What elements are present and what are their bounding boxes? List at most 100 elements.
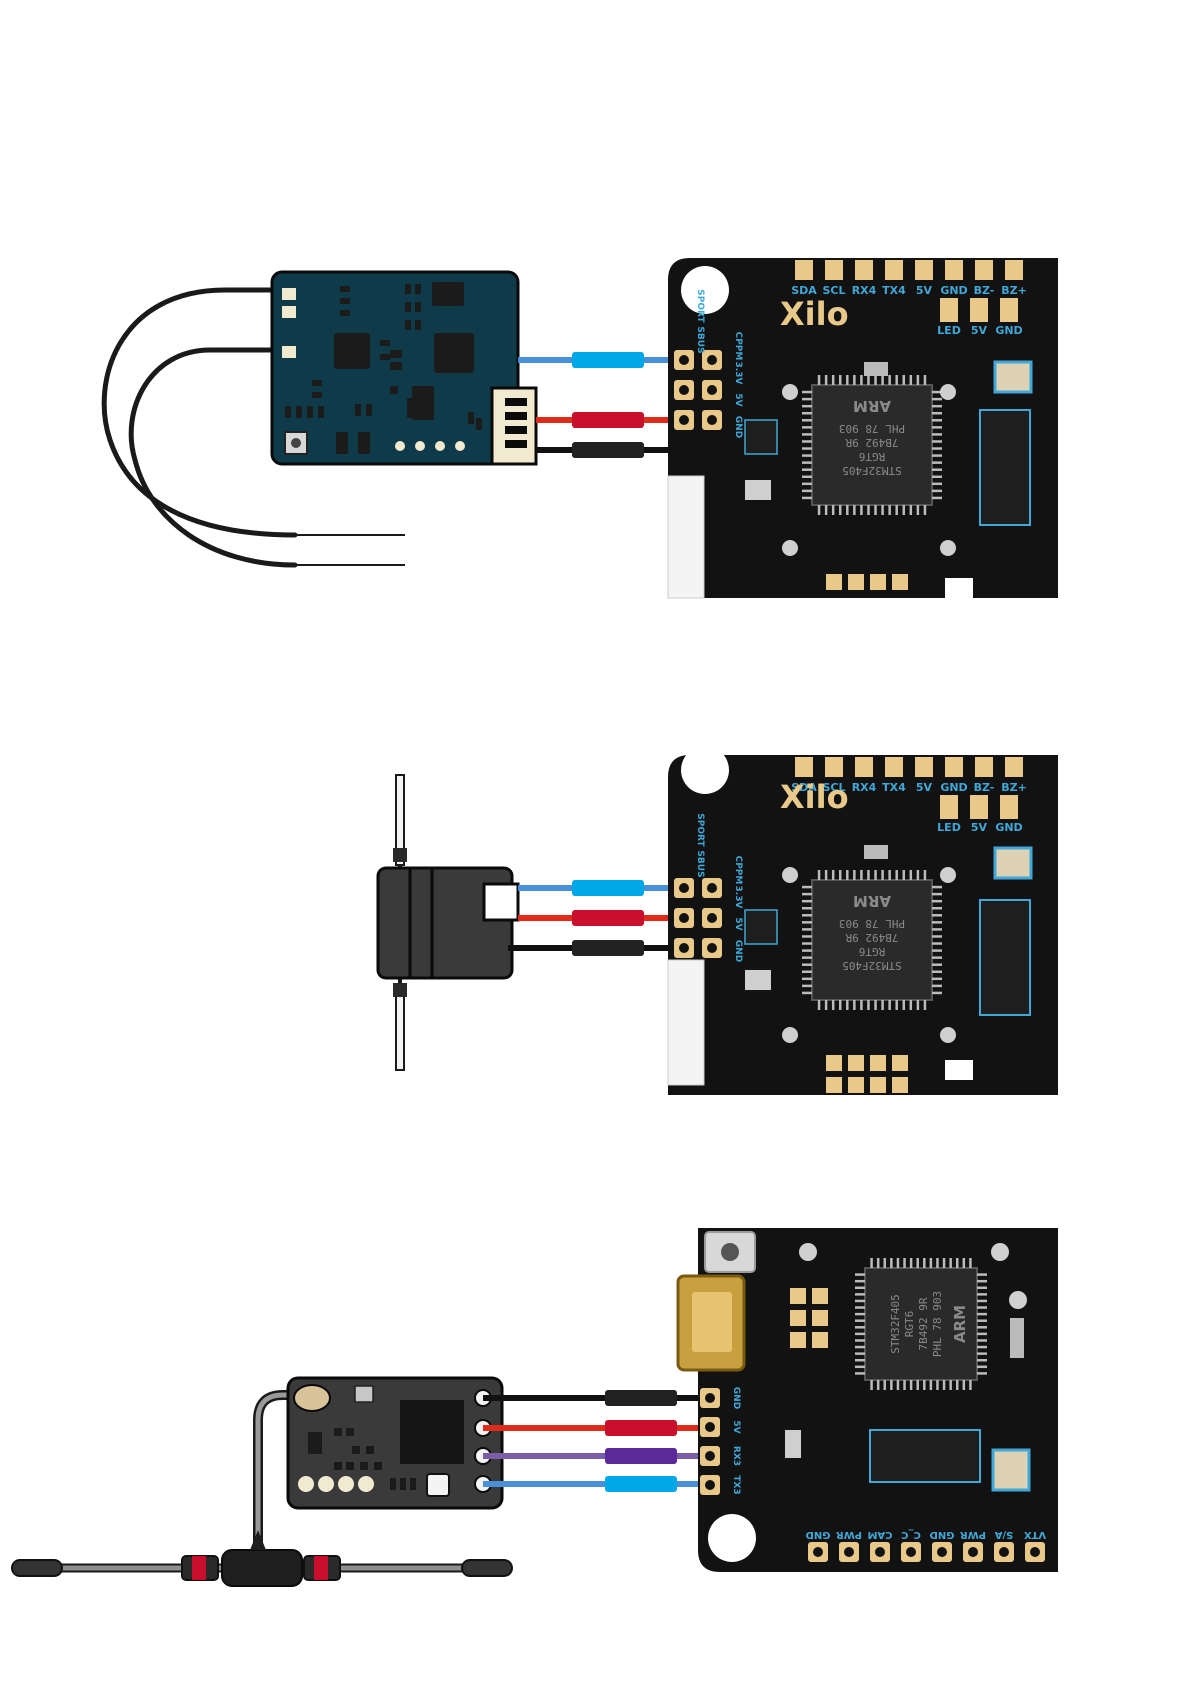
fc-side-pad-label: 5V — [731, 1420, 741, 1433]
fc-pad-hole — [679, 415, 689, 425]
t-antenna — [11, 1390, 513, 1587]
receiver-c-board — [286, 1376, 504, 1510]
fc-pad — [1000, 298, 1018, 322]
fc-pad-hole — [705, 1451, 715, 1461]
fc-pad-hole — [1030, 1547, 1040, 1557]
fc-pad-hole — [844, 1547, 854, 1557]
fc-top-pad-label: 5V — [916, 284, 933, 297]
fc-pad — [970, 298, 988, 322]
fc-pad — [915, 260, 933, 280]
fc-pad-hole — [679, 355, 689, 365]
fc-top-pad-label: GND — [940, 284, 967, 297]
fc-side-pad-label: SPORT — [695, 289, 705, 323]
fc-pad — [825, 757, 843, 777]
fc-side-pad-label: GND — [733, 940, 743, 962]
fc-top-pad-label: 5V — [916, 781, 933, 794]
fc-pad-hole — [679, 943, 689, 953]
fc-pad-hole — [906, 1547, 916, 1557]
fc-bottom-pad-label: LED — [937, 821, 961, 834]
receiver-a-board — [270, 270, 538, 466]
mcu-marking: PHL 78 903 — [931, 1291, 944, 1357]
fc-pad — [795, 757, 813, 777]
fc-bottom-pad-label: 5V — [971, 821, 988, 834]
mcu-marking: RGT6 — [903, 1311, 916, 1338]
fc-top-pad-label: BZ+ — [1001, 284, 1027, 297]
fc-c-mcu-pins — [855, 1258, 987, 1390]
fc-side-pad-label: SBUS — [695, 850, 705, 877]
fc-bottom-pad-label: PWR — [836, 1529, 862, 1540]
fc-side-pad-label: SPORT — [695, 813, 705, 847]
mcu-marking: PHL 78 903 — [839, 422, 905, 435]
fc-top-pad-label: BZ- — [974, 781, 995, 794]
fc-pad-hole — [707, 913, 717, 923]
fc-pad-hole — [707, 883, 717, 893]
fc-a-logo: Xilo — [780, 295, 849, 333]
fc-pad-hole — [679, 385, 689, 395]
receiver-a-wires — [518, 352, 680, 458]
fc-pad — [915, 757, 933, 777]
fc-bottom-pad-label: 5V — [971, 324, 988, 337]
fc-bottom-pad-label: GND — [930, 1529, 955, 1540]
fc-side-pad-label: 5V — [733, 917, 743, 930]
fc-pad-hole — [999, 1547, 1009, 1557]
mcu-marking: STM32F405 — [889, 1294, 902, 1354]
mcu-marking: STM32F405 — [842, 959, 902, 972]
receiver-c-wires — [483, 1390, 710, 1492]
mcu-marking: RGT6 — [859, 945, 886, 958]
fc-pad — [940, 795, 958, 819]
fc-top-pad-label: RX4 — [852, 781, 877, 794]
fc-pad-hole — [707, 355, 717, 365]
fc-side-pad-label: CPPM — [733, 332, 743, 361]
fc-top-pad-label: SDA — [791, 284, 817, 297]
fc-b-bottom-pads: LED 5V GND — [937, 795, 1023, 834]
mcu-marking: 7B492 9R — [845, 436, 898, 449]
fc-side-pad-label: RX3 — [731, 1446, 741, 1466]
fc-pad — [825, 260, 843, 280]
fc-side-pad-label: GND — [731, 1387, 741, 1409]
fc-bottom-pad-label: CAM — [867, 1529, 892, 1540]
receiver-b-body — [376, 866, 520, 980]
fc-pad — [1005, 260, 1023, 280]
fc-top-pad-label: TX4 — [882, 284, 906, 297]
antenna-wires — [101, 287, 298, 568]
mcu-marking: STM32F405 — [842, 464, 902, 477]
fc-pad — [795, 260, 813, 280]
fc-pad — [975, 757, 993, 777]
fc-bottom-pad-label: S/A — [994, 1529, 1013, 1540]
fc-bottom-pad-label: GND — [806, 1529, 831, 1540]
fc-side-pad-label: SBUS — [695, 326, 705, 353]
fc-pad — [885, 260, 903, 280]
fc-top-pad-label: BZ- — [974, 284, 995, 297]
antenna-tips — [295, 534, 405, 566]
fc-top-pad-label: SDA — [791, 781, 817, 794]
fc-side-pad-label: GND — [733, 416, 743, 438]
fc-bottom-pad-label: GND — [995, 324, 1022, 337]
fc-pad — [1000, 795, 1018, 819]
fc-pad — [975, 260, 993, 280]
fc-pad-hole — [875, 1547, 885, 1557]
fc-pad-hole — [679, 913, 689, 923]
fc-bottom-pad-label: VTX — [1024, 1529, 1047, 1540]
fc-pad — [855, 260, 873, 280]
fc-pad-hole — [813, 1547, 823, 1557]
fc-pad-hole — [705, 1480, 715, 1490]
fc-bottom-pad-label: LED — [937, 324, 961, 337]
fc-bottom-pad-label: GND — [995, 821, 1022, 834]
mcu-marking: 7B492 9R — [917, 1297, 930, 1350]
fc-a-mcu-pins — [802, 375, 942, 515]
fc-top-pad-label: SCL — [822, 781, 845, 794]
fc-b-mcu-pins — [802, 870, 942, 1010]
